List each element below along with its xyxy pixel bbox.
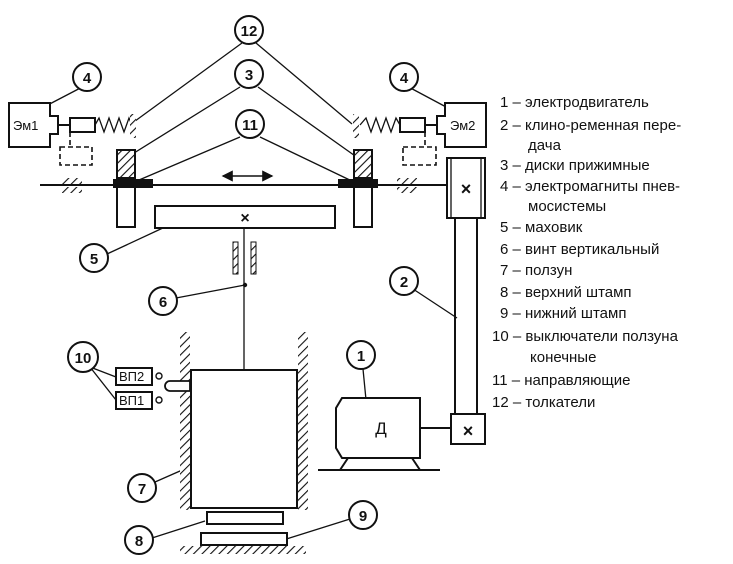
- svg-text:4: 4: [400, 70, 409, 87]
- legend-line: дача: [528, 137, 562, 154]
- svg-text:4: 4: [83, 70, 92, 87]
- electromagnet-left: [8, 102, 136, 166]
- flywheel: [154, 205, 336, 229]
- legend: 1 – электродвигатель 2 – клино-ременная …: [492, 94, 681, 411]
- callout-8: 8: [124, 525, 154, 555]
- electromagnet-right: [353, 102, 487, 166]
- guide-wall-right: [298, 332, 308, 510]
- callout-12: 12: [234, 15, 264, 45]
- limit-switch-vp1: [115, 391, 153, 410]
- legend-line: 6 – винт вертикальный: [500, 241, 659, 258]
- callout-10: 10: [67, 341, 99, 373]
- svg-text:6: 6: [159, 294, 167, 311]
- legend-line: 10 – выключатели ползуна: [492, 328, 679, 345]
- svg-text:5: 5: [90, 251, 98, 268]
- callout-4-right: 4: [389, 62, 419, 92]
- pressing-disc-right: [338, 149, 378, 228]
- callout-6: 6: [148, 286, 178, 316]
- callout-9: 9: [348, 500, 378, 530]
- upper-pulley: [446, 157, 486, 219]
- electric-motor: [318, 397, 451, 471]
- slider: [190, 369, 298, 509]
- legend-line: 5 – маховик: [500, 219, 583, 236]
- svg-text:7: 7: [138, 481, 146, 498]
- label-vp2: ВП2: [119, 369, 144, 384]
- svg-text:2: 2: [400, 274, 408, 291]
- svg-text:9: 9: [359, 508, 367, 525]
- callout-7: 7: [127, 473, 157, 503]
- pressing-disc-left: [113, 149, 153, 228]
- lower-die: [200, 532, 288, 546]
- legend-line: 9 – нижний штамп: [500, 305, 626, 322]
- callout-3: 3: [234, 59, 264, 89]
- legend-line: 4 – электромагниты пнев-: [500, 178, 680, 195]
- guide-wall-left: [180, 332, 190, 510]
- label-motor: Д: [375, 419, 387, 438]
- switch-actuator: [164, 380, 191, 392]
- callout-11: 11: [235, 109, 265, 139]
- legend-line: 7 – ползун: [500, 262, 572, 279]
- callout-4-left: 4: [72, 62, 102, 92]
- limit-switch-vp2: [115, 367, 153, 386]
- label-vp1: ВП1: [119, 393, 144, 408]
- label-em1: Эм1: [13, 118, 38, 133]
- flywheel-cross: ×: [240, 210, 249, 227]
- bearing-left: [62, 178, 82, 184]
- legend-line: 1 – электродвигатель: [500, 94, 649, 111]
- callout-2: 2: [389, 266, 419, 296]
- svg-text:10: 10: [75, 350, 92, 367]
- legend-line: 3 – диски прижимные: [500, 157, 650, 174]
- svg-text:12: 12: [241, 23, 258, 40]
- upper-die: [206, 511, 284, 525]
- legend-line: 12 – толкатели: [492, 394, 595, 411]
- legend-line: мосистемы: [528, 198, 606, 215]
- press-base: [180, 546, 306, 554]
- svg-text:1: 1: [357, 348, 365, 365]
- svg-text:11: 11: [242, 117, 258, 134]
- legend-line: конечные: [530, 349, 596, 366]
- legend-line: 11 – направляющие: [492, 372, 631, 389]
- legend-line: 2 – клино-ременная пере-: [500, 117, 681, 134]
- svg-text:8: 8: [135, 533, 143, 550]
- svg-text:3: 3: [245, 67, 253, 84]
- svg-text:×: ×: [461, 179, 472, 199]
- legend-line: 8 – верхний штамп: [500, 284, 632, 301]
- callout-1: 1: [346, 340, 376, 370]
- leader-lines: [41, 42, 458, 542]
- bearing-right: [397, 178, 417, 184]
- lower-pulley: [450, 413, 486, 445]
- svg-text:×: ×: [463, 421, 474, 441]
- label-em2: Эм2: [450, 118, 475, 133]
- callout-5: 5: [79, 243, 109, 273]
